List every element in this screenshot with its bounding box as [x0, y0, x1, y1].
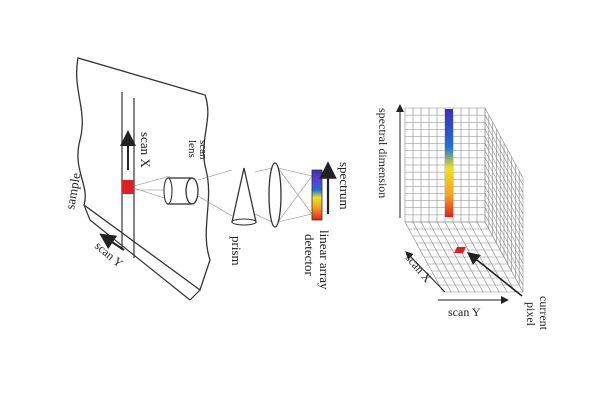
light-rays: [133, 167, 313, 223]
label-spectral-dimension: spectral dimension: [376, 108, 390, 198]
label-detector-line1: linear array: [317, 230, 332, 290]
label-scan-lens-line2: lens: [186, 140, 198, 158]
label-current-pixel-line1: current: [537, 296, 551, 331]
scan-spot: [122, 180, 134, 194]
scan-line-frame: [121, 92, 135, 258]
scan-x-cube-axis: [405, 251, 446, 293]
scan-y-arrow: [99, 233, 125, 251]
scan-lens: [163, 177, 199, 205]
label-sample: sample: [62, 171, 83, 210]
label-detector-line2: detector: [302, 234, 317, 277]
label-scan-lens-line1: scan: [197, 140, 209, 160]
label-current-pixel-line2: pixel: [524, 302, 538, 327]
prism: [231, 167, 257, 226]
pixel-spectrum-column: [445, 109, 453, 217]
label-scan-x: scan X: [138, 132, 153, 168]
linear-array-detector: [311, 169, 323, 221]
sample-plate: [76, 57, 211, 301]
current-pixel-marker: [454, 247, 466, 253]
label-prism: prism: [229, 236, 244, 266]
label-scan-y-cube: scan Y: [448, 305, 481, 319]
label-spectrum: spectrum: [337, 162, 352, 210]
hypercube: [404, 107, 524, 293]
current-pixel-arrow: [467, 252, 523, 297]
label-scan-y-left: scan Y: [92, 239, 126, 271]
focusing-lens: [268, 162, 282, 228]
